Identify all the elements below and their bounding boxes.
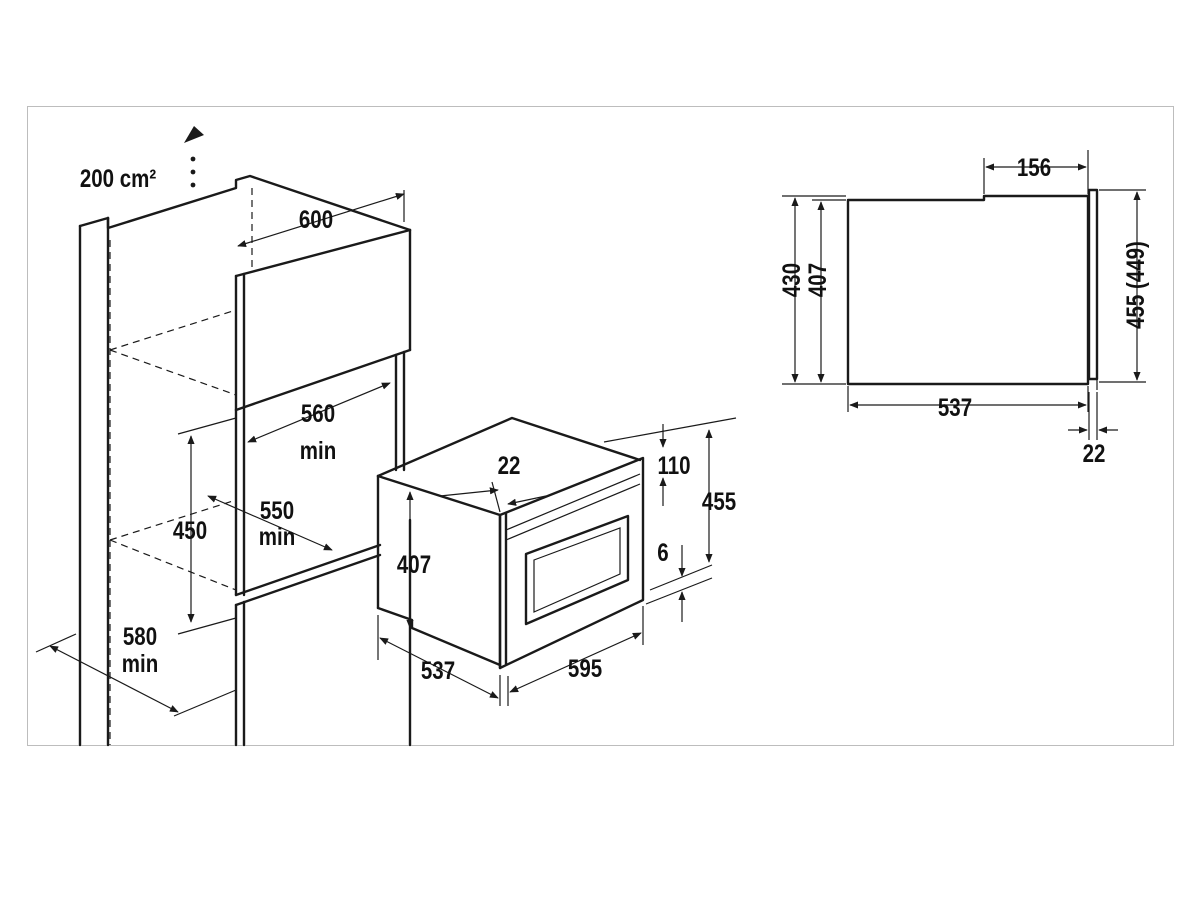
label-cabinet-depth: 580 [123, 622, 157, 650]
label-min-560: min [300, 436, 336, 464]
label-oven-width: 595 [568, 654, 602, 682]
label-depth-550: 550 [260, 496, 294, 524]
label-top-clear: 110 [657, 451, 690, 479]
label-side-537: 537 [938, 393, 972, 421]
label-side-430: 430 [777, 263, 805, 297]
cabinet-dimensions [35, 190, 405, 717]
label-oven-depth: 537 [421, 656, 455, 684]
label-oven-height: 455 [702, 487, 736, 515]
dimension-labels: 200 cm² 600 560 min 450 550 min 580 min … [80, 153, 1150, 684]
side-view-dimensions [782, 150, 1146, 440]
label-oven-body: 407 [397, 550, 431, 578]
label-side-22: 22 [1083, 439, 1106, 467]
label-niche-width: 600 [299, 205, 333, 233]
side-view-drawing [846, 188, 1099, 390]
label-front-gap: 22 [498, 451, 521, 479]
label-niche-height: 450 [173, 516, 207, 544]
label-side-407: 407 [803, 263, 831, 297]
label-vent: 200 cm² [80, 164, 157, 192]
label-depth-560: 560 [301, 399, 335, 427]
diagram-frame [27, 106, 1174, 746]
label-side-156: 156 [1017, 153, 1051, 181]
label-min-550: min [259, 522, 295, 550]
label-min-580: min [122, 649, 158, 677]
label-side-455: 455 (449) [1121, 241, 1149, 329]
oven-dimensions [377, 417, 737, 706]
label-bottom-gap: 6 [657, 538, 668, 566]
